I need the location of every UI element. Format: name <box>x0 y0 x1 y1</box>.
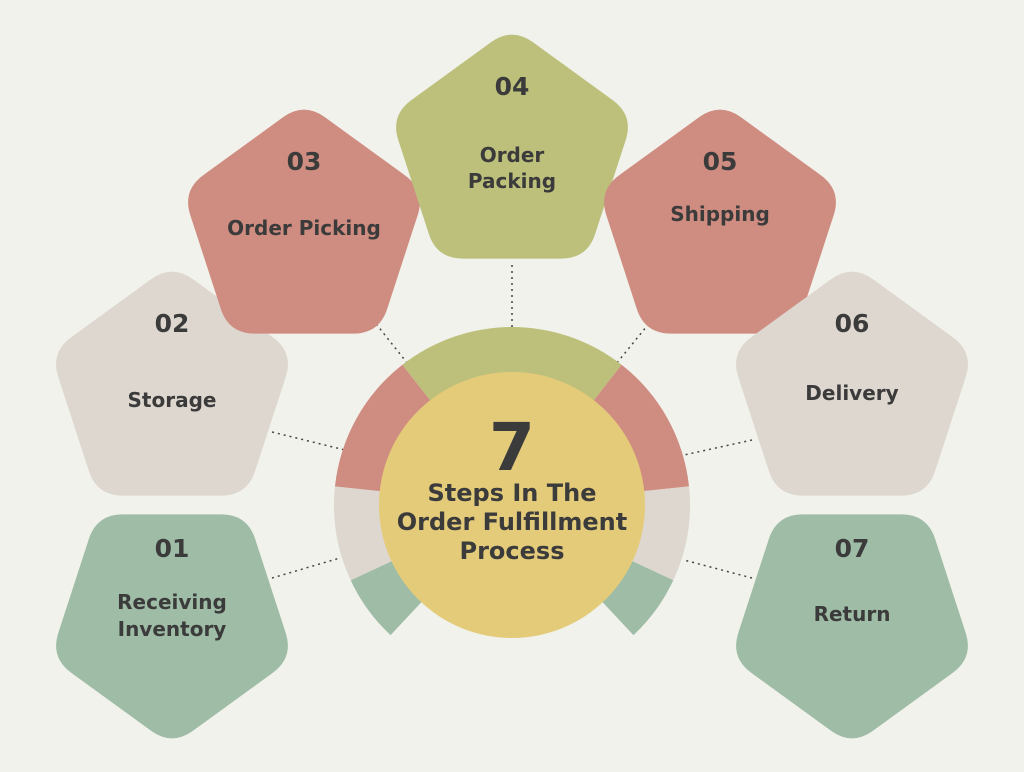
step-pentagon <box>56 271 288 496</box>
step-number: 01 <box>155 534 190 563</box>
center-title-line-2: Order Fulfillment <box>397 508 627 536</box>
step-pentagon <box>396 34 628 259</box>
center-title-line-1: Steps In The <box>428 479 597 507</box>
step-number: 02 <box>155 309 190 338</box>
step-number: 05 <box>703 147 738 176</box>
step-number: 07 <box>835 534 870 563</box>
step-number: 06 <box>835 309 870 338</box>
step-number: 03 <box>287 147 322 176</box>
step-pentagon <box>736 271 968 496</box>
center-number: 7 <box>489 409 535 486</box>
step-label: Return <box>814 602 891 626</box>
step-label: Receiving <box>117 590 227 614</box>
step-label: Inventory <box>118 617 227 641</box>
connector-lines <box>271 265 753 579</box>
step-label: Delivery <box>805 381 898 405</box>
step-label: Order Picking <box>227 216 381 240</box>
step-label: Packing <box>468 169 556 193</box>
ring-segment-1 <box>350 559 424 636</box>
ring-segment-7 <box>600 559 674 636</box>
ring-segment-5 <box>592 364 690 492</box>
step-pentagon <box>188 109 420 334</box>
step-pentagon <box>736 514 968 739</box>
connector-line-6 <box>683 439 753 456</box>
step-label: Storage <box>128 388 217 412</box>
ring-segment-3 <box>334 364 432 492</box>
connector-line-2 <box>271 431 346 451</box>
connector-line-1 <box>271 557 341 579</box>
step-number: 04 <box>495 72 530 101</box>
step-label: Order <box>480 143 545 167</box>
step-pentagon <box>56 514 288 739</box>
step-pentagon <box>604 109 836 334</box>
step-label: Shipping <box>670 202 770 226</box>
segment-ring <box>333 327 690 636</box>
center-title-line-3: Process <box>460 537 565 565</box>
center-circle: 7 Steps In The Order Fulfillment Process <box>379 372 645 638</box>
connector-line-7 <box>683 559 753 579</box>
ring-segment-4 <box>402 327 622 403</box>
